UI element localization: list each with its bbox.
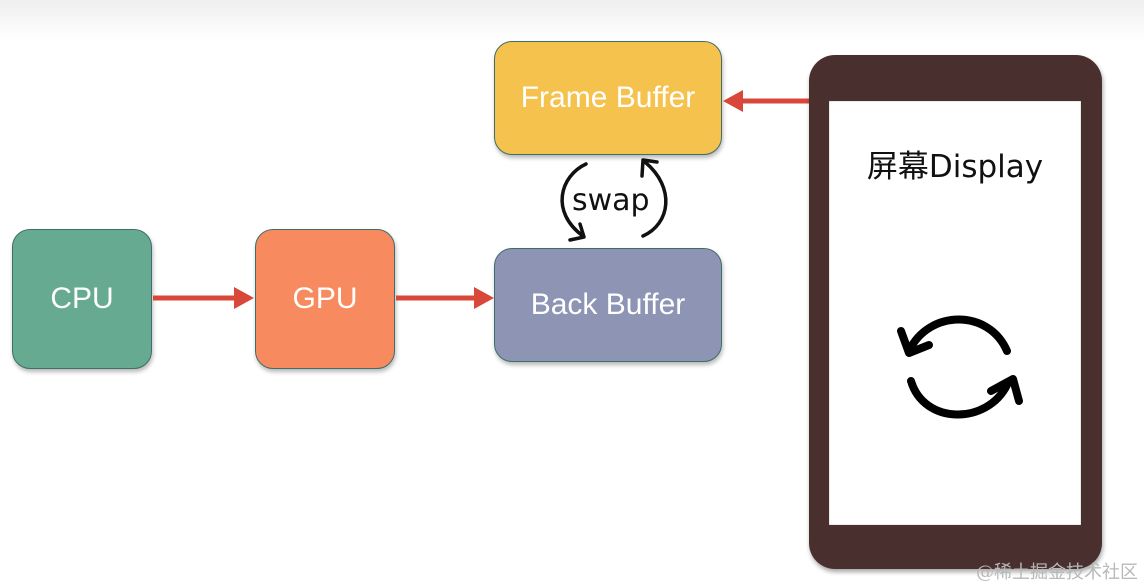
gpu-node: GPU [255,229,395,369]
display-label: 屏幕Display [866,149,1044,185]
display-screen: 屏幕Display [829,101,1081,525]
watermark: @稀土掘金技术社区 [976,562,1138,583]
refresh-icon [897,315,1023,419]
back-buffer-label: Back Buffer [530,288,686,321]
edge-display-frame-buffer [723,90,809,112]
edge-gpu-back-buffer [396,287,494,309]
cpu-node: CPU [12,229,152,369]
frame-buffer-label: Frame Buffer [520,81,696,114]
gpu-label: GPU [292,282,358,315]
frame-buffer-node: Frame Buffer [494,41,722,155]
display-device: 屏幕Display [809,55,1102,569]
swap-label: swap [572,183,650,218]
edge-cpu-gpu [153,287,254,309]
cpu-label: CPU [50,282,114,315]
back-buffer-node: Back Buffer [494,248,722,362]
